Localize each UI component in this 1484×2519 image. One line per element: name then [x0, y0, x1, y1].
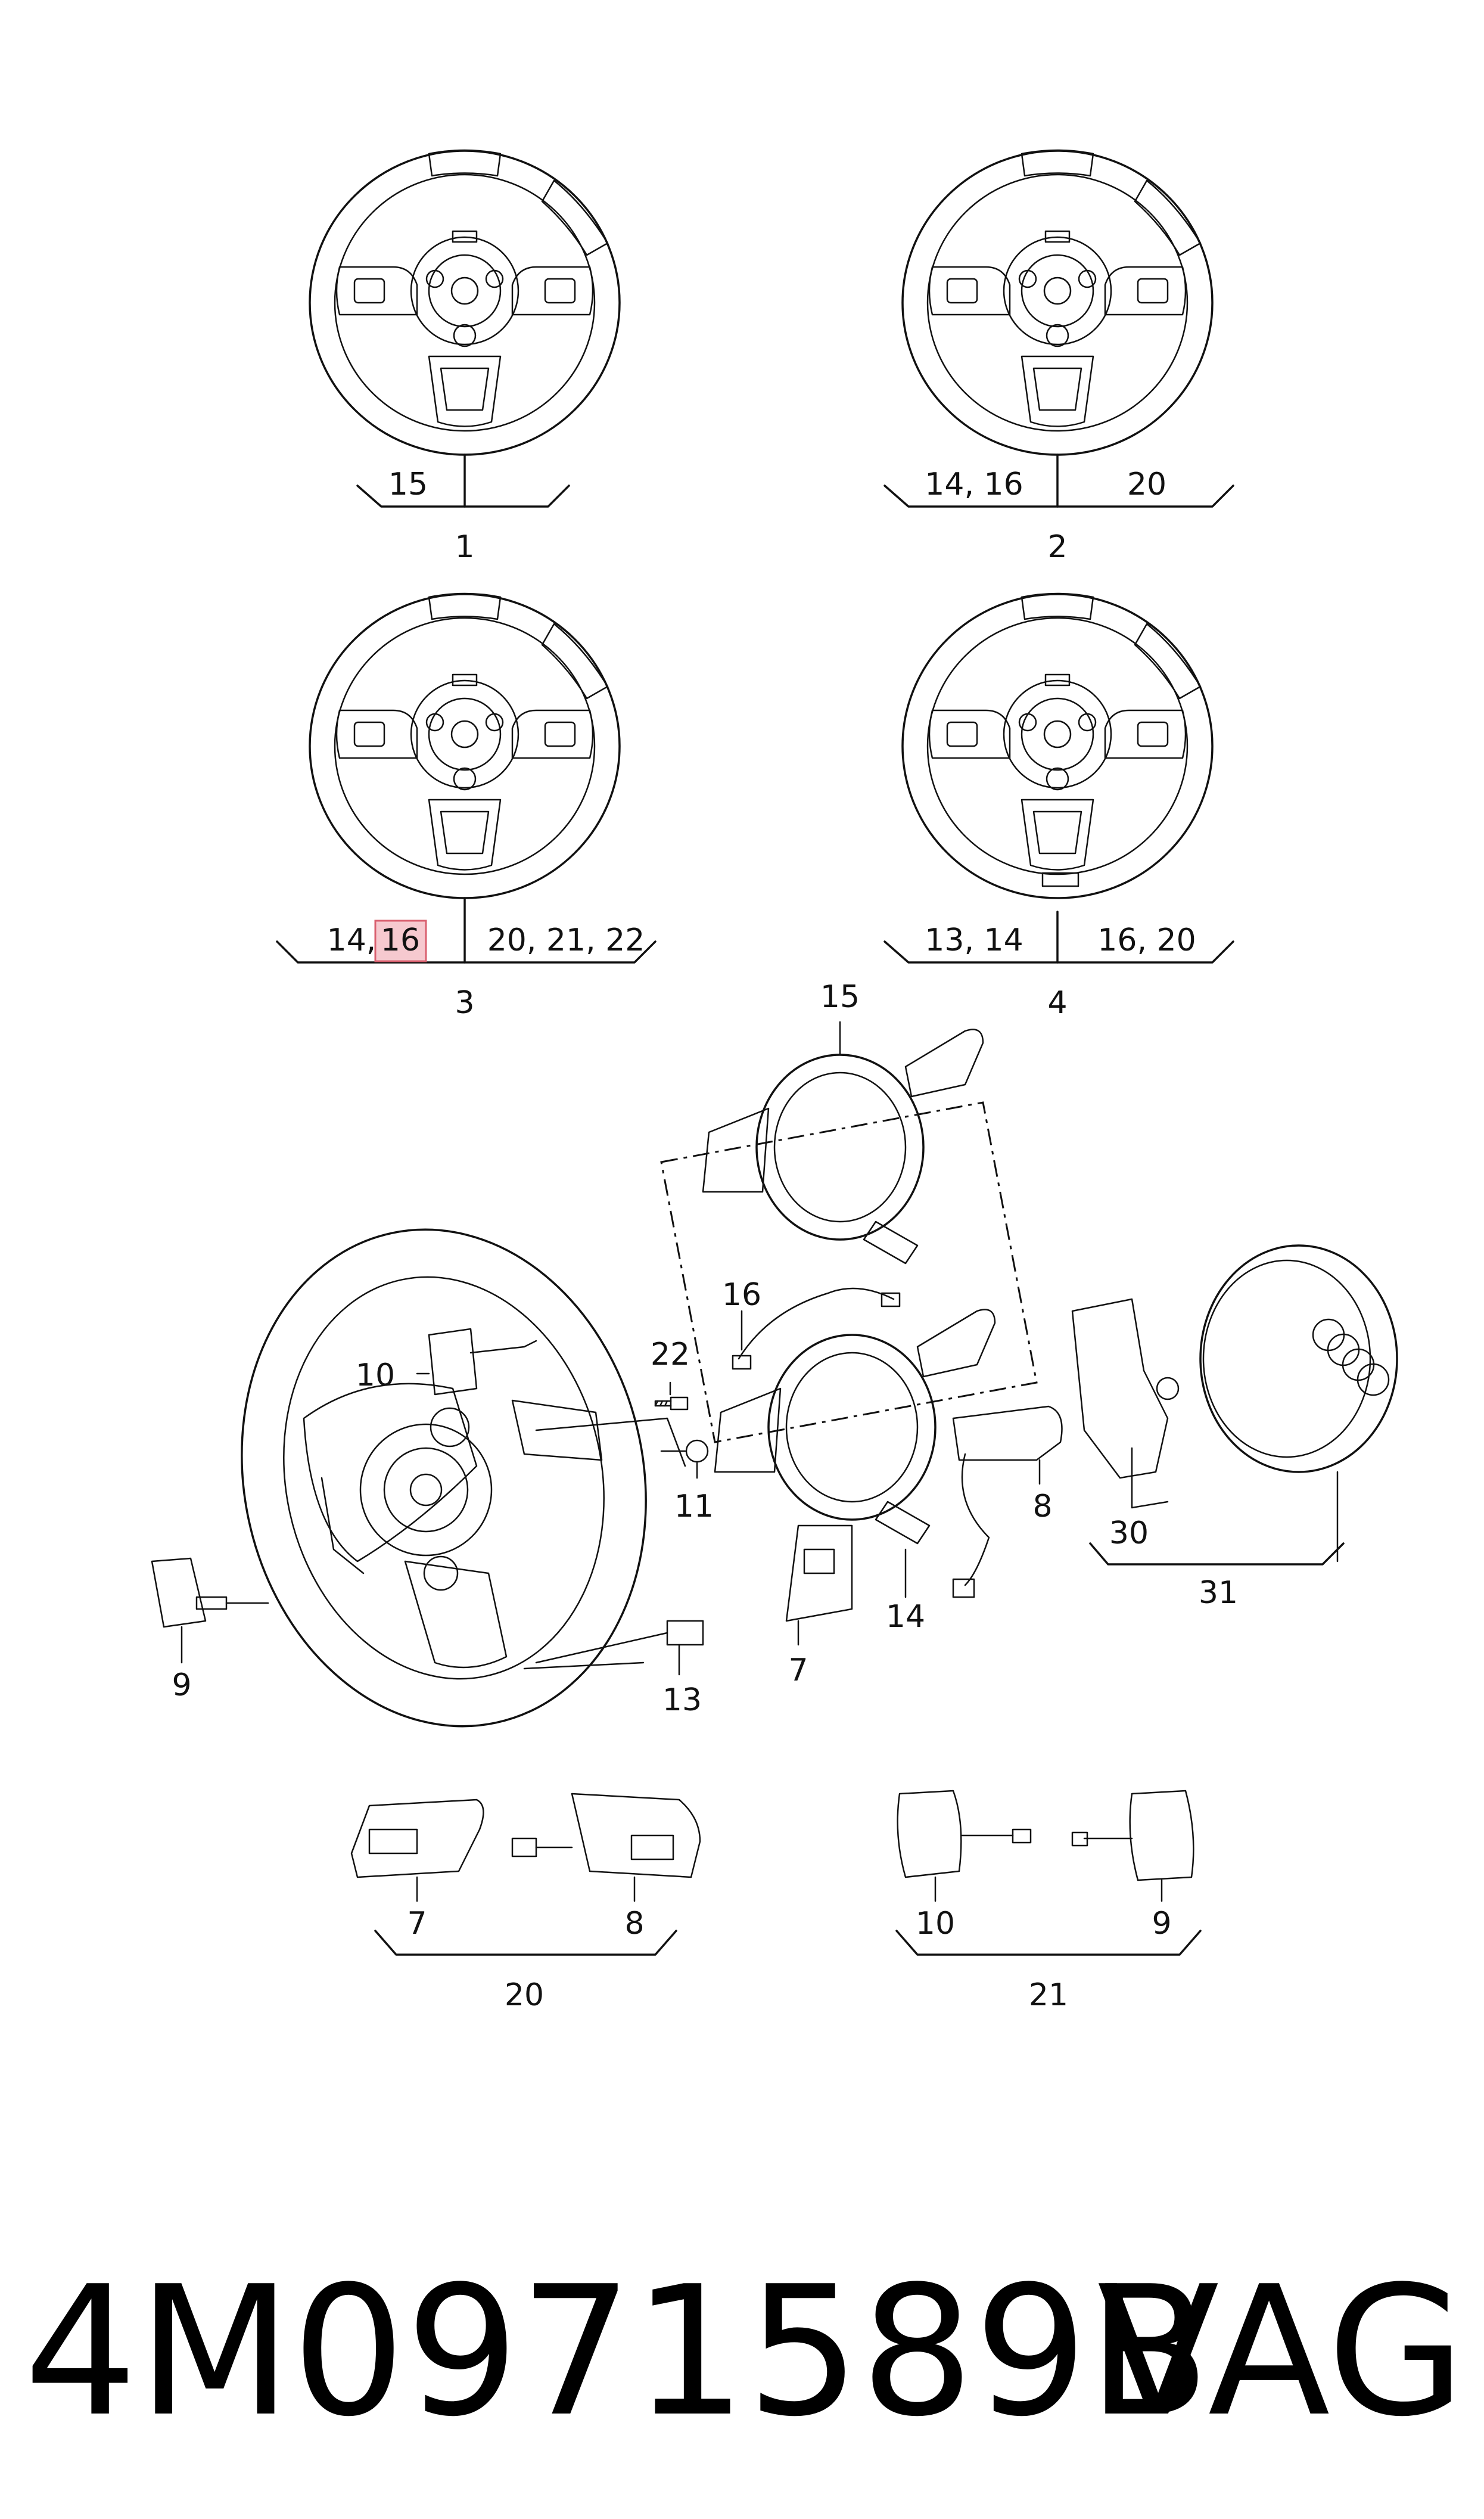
wheel-assembly-1: 15 1	[309, 149, 621, 565]
part-16-harness	[732, 1287, 901, 1370]
callout-16: 16	[722, 1277, 761, 1313]
assembly-3-callout-highlight: 16	[381, 923, 420, 958]
part-8-switch	[952, 1405, 1063, 1598]
callout-31: 31	[1199, 1575, 1238, 1611]
assembly-3-number: 3	[455, 985, 474, 1021]
assembly-2-callout-left: 14, 16	[925, 467, 1023, 502]
part-30-housing	[1071, 1298, 1180, 1509]
highlight-box	[374, 920, 427, 962]
assembly-4-number: 4	[1047, 985, 1067, 1021]
part-8-detail	[511, 1793, 701, 1902]
callout-30: 30	[1109, 1515, 1149, 1551]
assembly-2-number: 2	[1047, 529, 1067, 565]
wheel-assembly-4: 13, 14 16, 20 4	[883, 592, 1234, 1021]
assembly-1-callout-left: 15	[388, 467, 428, 502]
subgroup-21-number: 21	[1029, 1977, 1068, 2013]
callout-14: 14	[886, 1599, 925, 1635]
wheel-assembly-2: 14, 16 20 2	[883, 149, 1234, 565]
assembly-1-number: 1	[455, 529, 474, 565]
assembly-4-callout-right: 16, 20	[1097, 923, 1196, 958]
callout-21-b: 9	[1152, 1906, 1171, 1942]
exploded-view: 10 9 13 22 11	[151, 979, 1398, 1728]
part-11-bolt	[660, 1439, 709, 1479]
callout-15: 15	[820, 979, 860, 1015]
assembly-3-callout-right: 20, 21, 22	[487, 923, 645, 958]
part-10-left-button	[416, 1328, 537, 1396]
part-15-trim	[702, 1029, 984, 1265]
callout-8: 8	[1032, 1489, 1052, 1524]
part-14-trim	[714, 1309, 996, 1545]
part-number: 4M0971589B	[24, 2248, 1211, 2456]
callout-9-wheel: 9	[172, 1667, 191, 1703]
assembly-4-callout-left: 13, 14	[925, 923, 1023, 958]
callout-7: 7	[788, 1653, 808, 1688]
assembly-3-callout-left: 14,	[327, 923, 377, 958]
part-7-switch	[785, 1524, 853, 1646]
brand-name: VAG	[1097, 2248, 1466, 2456]
subgroup-20-number: 20	[505, 1977, 544, 2013]
callout-22: 22	[651, 1337, 690, 1372]
rings-logo	[1312, 1318, 1390, 1396]
callout-21-a: 10	[916, 1906, 955, 1942]
callout-10-wheel: 10	[356, 1358, 395, 1393]
part-10-detail	[897, 1790, 1032, 1902]
callout-13: 13	[662, 1682, 702, 1718]
wheel-assembly-3: 14, 16 20, 21, 22 3	[276, 592, 657, 1021]
callout-20-a: 7	[407, 1906, 427, 1942]
part-31-airbag	[1199, 1244, 1398, 1563]
callout-11: 11	[674, 1489, 714, 1524]
subgroup-21: 10 9 21	[895, 1790, 1202, 2013]
callout-20-b: 8	[624, 1906, 644, 1942]
part-9-switch	[151, 1557, 269, 1664]
part-9-detail	[1071, 1790, 1194, 1902]
subgroup-20: 7 8 20	[350, 1793, 701, 2013]
part-13-clip	[535, 1620, 704, 1676]
assembly-2-callout-right: 20	[1127, 467, 1166, 502]
part-7-detail	[350, 1799, 484, 1902]
